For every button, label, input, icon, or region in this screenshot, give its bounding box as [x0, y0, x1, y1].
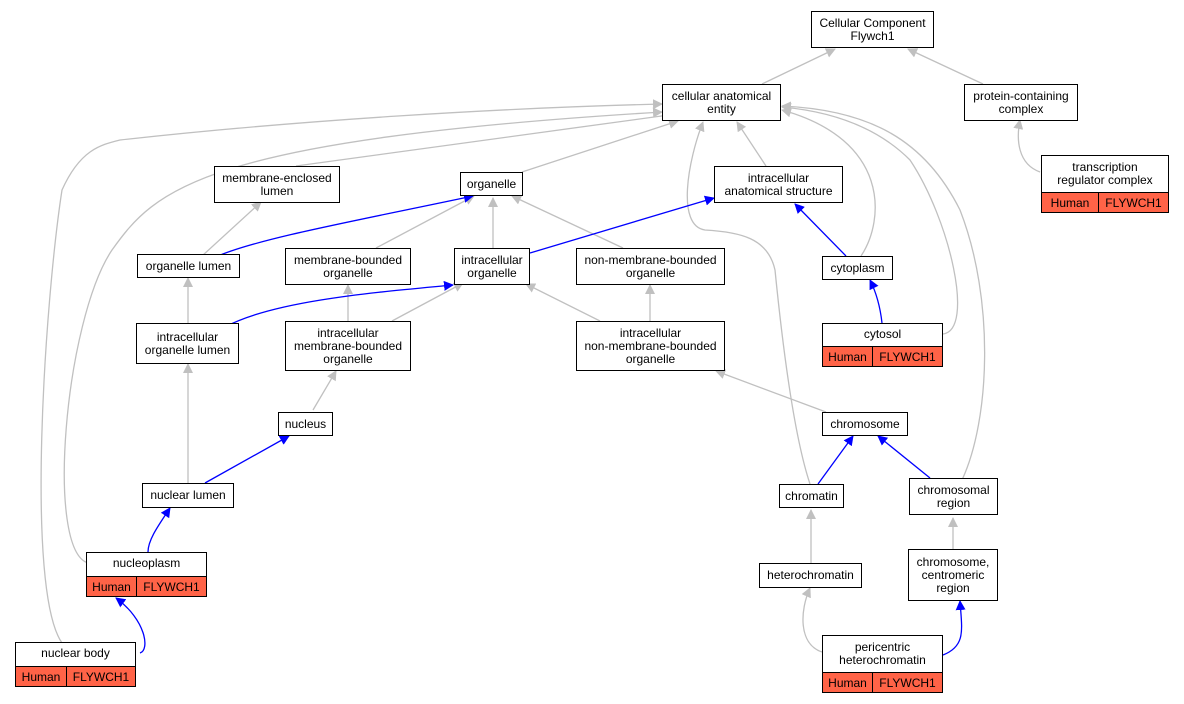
node-membrane-enclosed-lumen[interactable]: membrane-enclosed lumen: [214, 166, 340, 203]
edge-cyto-ias: [794, 203, 847, 257]
annotation-row: Human FLYWCH1: [822, 346, 943, 367]
species-cell: Human: [822, 346, 873, 367]
edge-nb-cae: [40, 99, 663, 644]
edge-cr-chromosome: [877, 435, 931, 479]
edge-nmbo-org: [511, 195, 624, 249]
node-chromosomal-region[interactable]: chromosomal region: [909, 478, 998, 515]
edge-chromatin-cae: [686, 121, 811, 485]
node-cellular-anatomical-entity[interactable]: cellular anatomical entity: [662, 84, 781, 121]
node-label: nuclear body: [41, 646, 110, 660]
node-nuclear-lumen[interactable]: nuclear lumen: [142, 483, 234, 508]
edge-nl-nucleus: [204, 435, 290, 484]
edge-nb-np: [115, 597, 146, 654]
edge-org-cae: [521, 119, 679, 173]
edge-phc-ccr: [942, 600, 966, 656]
node-organelle-lumen[interactable]: organelle lumen: [137, 254, 240, 278]
species-cell: Human: [15, 666, 67, 687]
gene-cell: FLYWCH1: [67, 666, 136, 687]
edge-chromosome-inmbo: [715, 369, 827, 413]
species-cell: Human: [86, 576, 137, 597]
edge-nucleus-imbo: [312, 370, 337, 411]
node-nuclear-body[interactable]: nuclear body Human FLYWCH1: [15, 642, 136, 687]
edge-trc-pcc: [1013, 119, 1041, 173]
species-cell: Human: [822, 672, 873, 693]
node-label: transcription regulator complex: [1057, 160, 1153, 187]
node-cytoplasm[interactable]: cytoplasm: [822, 256, 893, 280]
node-transcription-regulator-complex[interactable]: transcription regulator complex Human FL…: [1041, 155, 1169, 213]
node-organelle[interactable]: organelle: [460, 172, 523, 196]
node-pericentric-heterochromatin[interactable]: pericentric heterochromatin Human FLYWCH…: [822, 635, 943, 693]
node-intracellular-organelle[interactable]: intracellular organelle: [454, 248, 530, 285]
node-heterochromatin[interactable]: heterochromatin: [759, 563, 862, 588]
edge-cytosol-cyto: [869, 279, 883, 324]
edge-phc-hc: [801, 587, 823, 653]
edge-pcc-root: [907, 48, 984, 85]
node-label: pericentric heterochromatin: [839, 640, 926, 667]
gene-cell: FLYWCH1: [873, 346, 943, 367]
edge-ol-mel: [201, 201, 262, 257]
node-cellular-component-root[interactable]: Cellular Component Flywch1: [811, 11, 934, 48]
edge-io-ias: [529, 195, 715, 254]
node-nucleus[interactable]: nucleus: [278, 412, 333, 436]
node-membrane-bounded-organelle[interactable]: membrane-bounded organelle: [285, 248, 411, 285]
edge-iol-io: [224, 280, 454, 328]
edge-ias-cae: [736, 121, 767, 167]
node-chromatin[interactable]: chromatin: [779, 484, 844, 508]
node-protein-containing-complex[interactable]: protein-containing complex: [964, 84, 1078, 121]
node-label: cytosol: [863, 327, 902, 341]
annotation-row: Human FLYWCH1: [822, 672, 943, 693]
node-chromosome-centromeric-region[interactable]: chromosome, centromeric region: [908, 549, 998, 601]
edge-mel-cae: [295, 110, 677, 167]
edge-cytosol-cae: [781, 102, 959, 335]
edge-cae-root: [761, 48, 836, 85]
edge-cyto-cae: [781, 107, 876, 257]
edge-inmbo-io: [525, 283, 601, 322]
edge-ol-org: [217, 192, 474, 257]
edge-np-cae: [63, 107, 663, 564]
edge-cr-cae: [781, 101, 986, 481]
edge-np-nl: [147, 507, 171, 553]
annotation-row: Human FLYWCH1: [15, 666, 136, 687]
annotation-row: Human FLYWCH1: [1041, 192, 1169, 213]
species-cell: Human: [1041, 192, 1099, 213]
node-intracellular-organelle-lumen[interactable]: intracellular organelle lumen: [136, 323, 239, 364]
edge-imbo-io: [391, 282, 464, 322]
node-nucleoplasm[interactable]: nucleoplasm Human FLYWCH1: [86, 552, 207, 597]
gene-cell: FLYWCH1: [137, 576, 207, 597]
gene-cell: FLYWCH1: [1099, 192, 1169, 213]
edge-chromatin-chromosome: [817, 435, 854, 485]
annotation-row: Human FLYWCH1: [86, 576, 207, 597]
node-intracellular-membrane-bounded-organelle[interactable]: intracellular membrane-bounded organelle: [285, 321, 411, 371]
node-intracellular-anatomical-structure[interactable]: intracellular anatomical structure: [714, 166, 843, 203]
node-label: nucleoplasm: [112, 556, 181, 570]
node-non-membrane-bounded-organelle[interactable]: non-membrane-bounded organelle: [576, 248, 725, 285]
node-intracellular-non-membrane-bounded-organelle[interactable]: intracellular non-membrane-bounded organ…: [576, 321, 725, 371]
gene-cell: FLYWCH1: [873, 672, 943, 693]
edge-mbo-org: [375, 195, 475, 249]
node-cytosol[interactable]: cytosol Human FLYWCH1: [822, 323, 943, 367]
node-chromosome[interactable]: chromosome: [822, 412, 908, 436]
